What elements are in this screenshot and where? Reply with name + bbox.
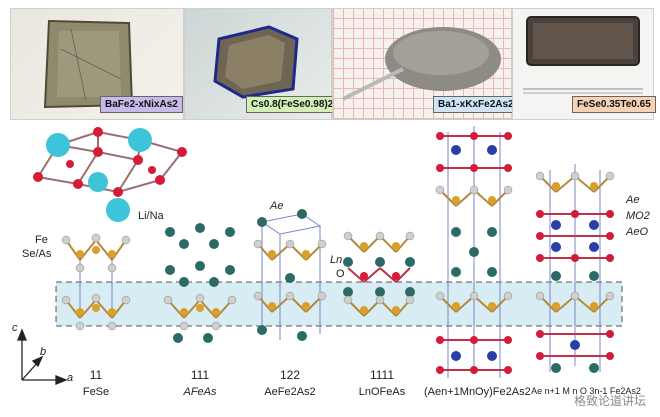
se-as-label: Se/As — [22, 248, 52, 260]
structure-formula-11: FeSe — [82, 386, 110, 398]
structure-formula-1111: LnOFeAs — [358, 386, 406, 398]
feas-layer-band — [55, 281, 623, 327]
crystal-image-1 — [43, 19, 134, 109]
crystal-photo-1 — [10, 8, 184, 120]
crystal-image-4 — [523, 16, 643, 94]
axis-label-c: c — [12, 322, 18, 334]
structure-1111 — [343, 231, 415, 317]
structure-tall-stack-2 — [535, 164, 615, 373]
structure-tall-stack-1 — [435, 126, 513, 378]
axis-label-b: b — [40, 346, 47, 358]
crystal-image-2 — [213, 25, 299, 99]
structure-type-11: 11 — [89, 368, 103, 382]
structure-formula-tall-1: (Aen+1MnOy)Fe2As2 — [424, 386, 531, 398]
structure-122 — [253, 209, 327, 341]
crystal-image-3 — [342, 27, 501, 101]
fe-label: Fe — [35, 234, 48, 246]
li-na-network — [33, 127, 187, 222]
structure-type-122: 122 — [279, 368, 301, 382]
o-label: O — [336, 268, 345, 280]
structure-11 — [61, 233, 131, 331]
ln-label: Ln — [330, 254, 343, 266]
structure-formula-111: AFeAs — [183, 386, 217, 398]
photo-label-4: FeSe0.35Te0.65 — [572, 96, 656, 113]
structure-formula-tall-2: Ae n+1 M n O 3n-1 Fe2As2 — [531, 386, 641, 396]
axis-triad — [17, 328, 68, 385]
structure-type-1111: 1111 — [369, 368, 395, 382]
structure-type-111: 111 — [190, 368, 210, 382]
aeo-label: AeO — [626, 226, 649, 238]
structure-formula-122: AeFe2As2 — [264, 386, 316, 398]
mo2-label: MO2 — [626, 210, 650, 222]
structure-111 — [163, 223, 237, 343]
photo-label-1: BaFe2-xNixAs2 — [100, 96, 183, 113]
li-na-label: Li/Na — [138, 210, 164, 222]
axis-label-a: a — [67, 372, 74, 384]
ae-122-label: Ae — [270, 200, 284, 212]
ae-right-label: Ae — [626, 194, 640, 206]
watermark: 格致论道讲坛 — [573, 394, 646, 408]
